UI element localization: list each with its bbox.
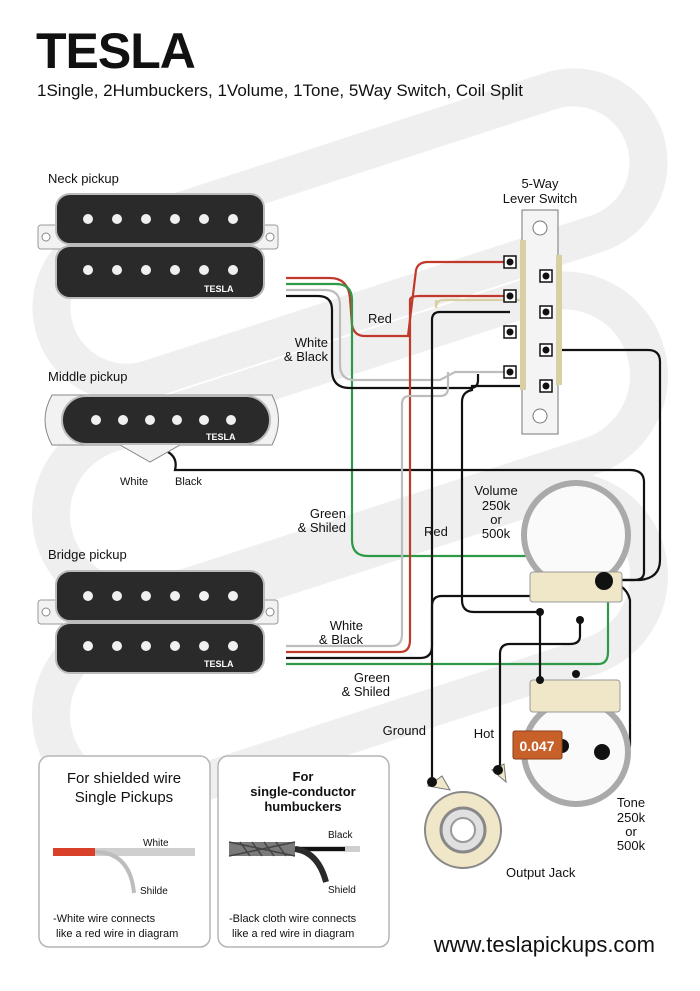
middle-wire-black-label: Black bbox=[175, 476, 202, 488]
middle-wire-white-label: White bbox=[120, 476, 148, 488]
switch-label-2: Lever Switch bbox=[503, 191, 577, 206]
middle-coil bbox=[61, 395, 271, 445]
neck-pickup: Neck pickup TESLA bbox=[37, 171, 279, 299]
middle-pickup-label: Middle pickup bbox=[48, 369, 128, 384]
label-white-black-neck-1: White bbox=[295, 335, 328, 350]
switch-solder-points bbox=[506, 258, 550, 390]
label-red-mid: Red bbox=[424, 524, 448, 539]
wire-switch-common bbox=[460, 384, 548, 614]
wire-labels: Red White & Black Green & Shiled Red Whi… bbox=[284, 311, 494, 741]
middle-badge: TESLA bbox=[206, 432, 236, 442]
capacitor-body bbox=[512, 730, 563, 760]
legend-hum-title-3: humbuckers bbox=[264, 799, 341, 814]
volume-pot: Volume 250k or 500k bbox=[474, 480, 631, 624]
wire-cream bbox=[434, 298, 520, 309]
tone-label-4: 500k bbox=[617, 838, 646, 853]
tone-label-2: 250k bbox=[617, 810, 646, 825]
legend-hum-title-2: single-conductor bbox=[250, 784, 355, 799]
legend-hum-shield: Shield bbox=[328, 885, 356, 896]
label-white-black-bridge-2: & Black bbox=[319, 632, 364, 647]
capacitor: 0.047 bbox=[512, 730, 563, 760]
label-green-shield-2a: Green bbox=[354, 670, 390, 685]
wire-ground-to-jack bbox=[430, 594, 600, 780]
legend-hum-note-2: like a red wire in diagram bbox=[232, 928, 354, 940]
bridge-pickup-label: Bridge pickup bbox=[48, 547, 127, 562]
legend-single-title-1: For shielded wire bbox=[67, 770, 181, 787]
legend-hum-black: Black bbox=[328, 830, 353, 841]
neck-pole-pieces bbox=[83, 214, 238, 275]
neck-pickup-label: Neck pickup bbox=[48, 171, 119, 186]
page-subtitle: 1Single, 2Humbuckers, 1Volume, 1Tone, 5W… bbox=[37, 81, 523, 100]
label-white-black-bridge-1: White bbox=[330, 618, 363, 633]
website-link[interactable]: www.teslapickups.com bbox=[433, 932, 655, 957]
volume-label-3: or bbox=[490, 512, 502, 527]
legend-single-note-2: like a red wire in diagram bbox=[56, 928, 178, 940]
legend-single: For shielded wire Single Pickups White S… bbox=[38, 755, 211, 948]
label-red-top: Red bbox=[368, 311, 392, 326]
wire-bridge-black bbox=[286, 310, 510, 660]
wire-neck-red bbox=[286, 260, 510, 338]
legend-single-shield: Shilde bbox=[140, 886, 168, 897]
wire-bridge-green bbox=[286, 600, 610, 666]
label-green-shield-1b: & Shiled bbox=[298, 520, 346, 535]
wire-volume-to-jack bbox=[498, 620, 582, 770]
legend-hum-note-1: -Black cloth wire connects bbox=[229, 913, 357, 925]
neck-coil-top bbox=[55, 193, 265, 245]
five-way-switch: 5-Way Lever Switch bbox=[503, 176, 577, 435]
output-jack-label: Output Jack bbox=[506, 865, 576, 880]
output-jack: Output Jack bbox=[424, 763, 576, 880]
middle-pole-pieces bbox=[91, 415, 236, 425]
legend-humbucker: For single-conductor humbuckers Black Sh… bbox=[217, 755, 390, 948]
label-hot: Hot bbox=[474, 726, 495, 741]
wire-middle-black bbox=[167, 451, 646, 582]
bridge-badge: TESLA bbox=[204, 659, 234, 669]
legend-single-white: White bbox=[143, 838, 169, 849]
label-green-shield-2b: & Shiled bbox=[342, 684, 390, 699]
label-green-shield-1a: Green bbox=[310, 506, 346, 521]
volume-label-2: 250k bbox=[482, 498, 511, 513]
volume-label-1: Volume bbox=[474, 483, 517, 498]
bridge-pickup: Bridge pickup TESLA bbox=[37, 547, 279, 674]
bridge-coil-top bbox=[55, 570, 265, 622]
capacitor-value: 0.047 bbox=[519, 738, 554, 754]
brand-logo: TESLA bbox=[36, 23, 195, 79]
bridge-coil-bottom bbox=[55, 622, 265, 674]
wire-bridge-white bbox=[286, 372, 450, 648]
legend-single-note-1: -White wire connects bbox=[53, 913, 156, 925]
tone-label-3: or bbox=[625, 824, 637, 839]
wire-switch-to-volume bbox=[548, 348, 662, 582]
wire-neck-white bbox=[286, 288, 510, 382]
neck-coil-bottom bbox=[55, 245, 265, 299]
tone-label-1: Tone bbox=[617, 795, 645, 810]
legend-single-title-2: Single Pickups bbox=[75, 789, 173, 806]
label-ground: Ground bbox=[383, 723, 426, 738]
switch-label-1: 5-Way bbox=[521, 176, 559, 191]
label-white-black-neck-2: & Black bbox=[284, 349, 329, 364]
volume-label-4: 500k bbox=[482, 526, 511, 541]
neck-badge: TESLA bbox=[204, 284, 234, 294]
switch-body bbox=[521, 209, 559, 435]
wire-bridge-red bbox=[286, 294, 510, 654]
legend-hum-title-1: For bbox=[293, 769, 314, 784]
tone-pot: Tone 250k or 500k bbox=[521, 670, 646, 853]
middle-pickup: Middle pickup TESLA White Black bbox=[44, 369, 279, 488]
volume-pot-body bbox=[521, 480, 631, 590]
bridge-pole-pieces bbox=[83, 591, 238, 651]
